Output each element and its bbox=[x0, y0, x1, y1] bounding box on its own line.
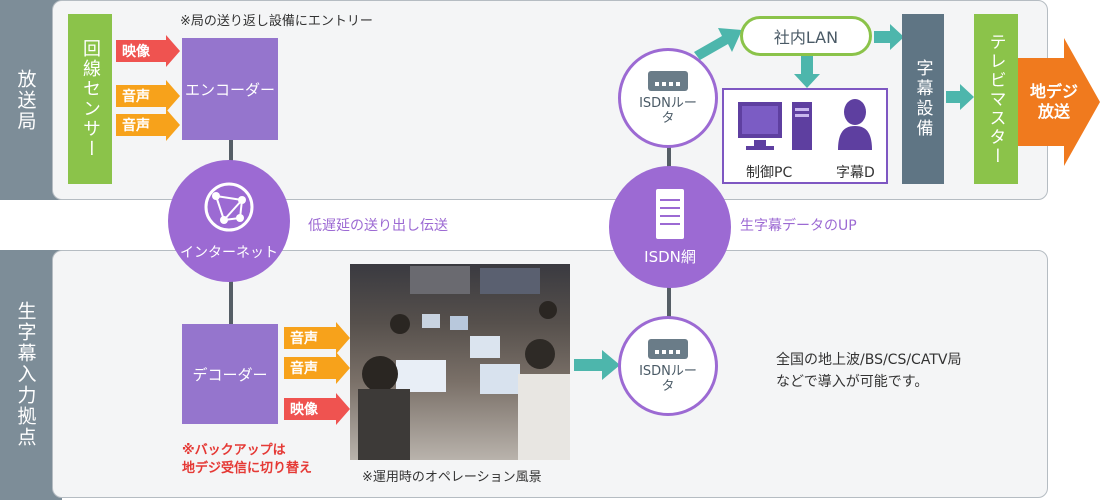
monitor-icon bbox=[738, 102, 812, 150]
isdn-net-node: ISDN網 bbox=[609, 166, 731, 288]
caption-d-label: 字幕D bbox=[836, 165, 875, 181]
tag-arrow bbox=[336, 352, 350, 384]
isdn-router-top-label: ISDNルータ bbox=[639, 96, 697, 126]
arrow-lan-down bbox=[794, 56, 820, 88]
arrow-to-lan bbox=[694, 28, 742, 60]
control-pc-label: 制御PC bbox=[746, 165, 793, 181]
person-icon bbox=[838, 99, 872, 150]
tag-video-bottom: 映像 bbox=[284, 398, 336, 420]
top-section-band bbox=[0, 0, 62, 200]
operation-photo-image bbox=[358, 266, 570, 460]
tag-arrow bbox=[166, 109, 180, 141]
tag-arrow bbox=[166, 80, 180, 112]
bottom-section-band bbox=[0, 250, 62, 500]
backup-note: ※バックアップは 地デジ受信に切り替え bbox=[182, 442, 312, 478]
operation-photo bbox=[350, 264, 570, 460]
output-label: 地デジ放送 bbox=[1029, 82, 1078, 121]
router-icon bbox=[648, 339, 688, 359]
photo-caption: ※運用時のオペレーション風景 bbox=[362, 470, 542, 485]
info-line-2: などで導入が可能です。 bbox=[776, 374, 929, 390]
tag-audio-bottom-1: 音声 bbox=[284, 327, 336, 349]
info-line-1: 全国の地上波/BS/CS/CATV局 bbox=[776, 352, 962, 368]
tag-audio-top-1: 音声 bbox=[116, 85, 166, 107]
decoder-box: デコーダー bbox=[182, 324, 278, 424]
lan-box: 社内LAN bbox=[740, 16, 872, 56]
internet-node: インターネット bbox=[168, 160, 290, 282]
isdn-router-bottom: ISDNルータ bbox=[618, 316, 718, 416]
backup-note-line-2: 地デジ受信に切り替え bbox=[182, 461, 313, 476]
input-site-label: 生字幕入力拠点 bbox=[14, 300, 37, 448]
router-icon bbox=[648, 71, 688, 91]
globe-network-icon bbox=[204, 182, 254, 232]
info-text: 全国の地上波/BS/CS/CATV局 などで導入が可能です。 bbox=[776, 349, 961, 393]
tag-video-top: 映像 bbox=[116, 40, 166, 62]
server-icon bbox=[656, 188, 684, 239]
arrow-to-router bbox=[574, 350, 620, 380]
output-arrow bbox=[1018, 38, 1100, 166]
line-sensor-box: 回線センサー bbox=[68, 14, 112, 184]
tag-audio-top-2: 音声 bbox=[116, 114, 166, 136]
live-caption-up-label: 生字幕データのUP bbox=[740, 218, 857, 234]
tag-audio-bottom-2: 音声 bbox=[284, 357, 336, 379]
encoder-box: エンコーダー bbox=[182, 38, 278, 140]
isdn-router-bottom-label: ISDNルータ bbox=[639, 364, 697, 394]
broadcast-station-label: 放送局 bbox=[14, 68, 37, 132]
isdn-net-label: ISDN網 bbox=[644, 247, 696, 266]
internet-label: インターネット bbox=[180, 245, 278, 261]
subtitle-equipment-box: 字幕設備 bbox=[902, 14, 944, 184]
tag-arrow bbox=[166, 35, 180, 67]
arrow-equipment-to-master bbox=[946, 84, 974, 110]
low-latency-label: 低遅延の送り出し伝送 bbox=[308, 218, 448, 234]
tag-arrow bbox=[336, 393, 350, 425]
tv-master-box: テレビマスター bbox=[974, 14, 1018, 184]
tag-arrow bbox=[336, 322, 350, 354]
isdn-router-top: ISDNルータ bbox=[618, 48, 718, 148]
note-top: ※局の送り返し設備にエントリー bbox=[180, 14, 373, 29]
arrow-lan-to-equipment bbox=[874, 24, 904, 50]
backup-note-line-1: ※バックアップは bbox=[182, 443, 286, 458]
